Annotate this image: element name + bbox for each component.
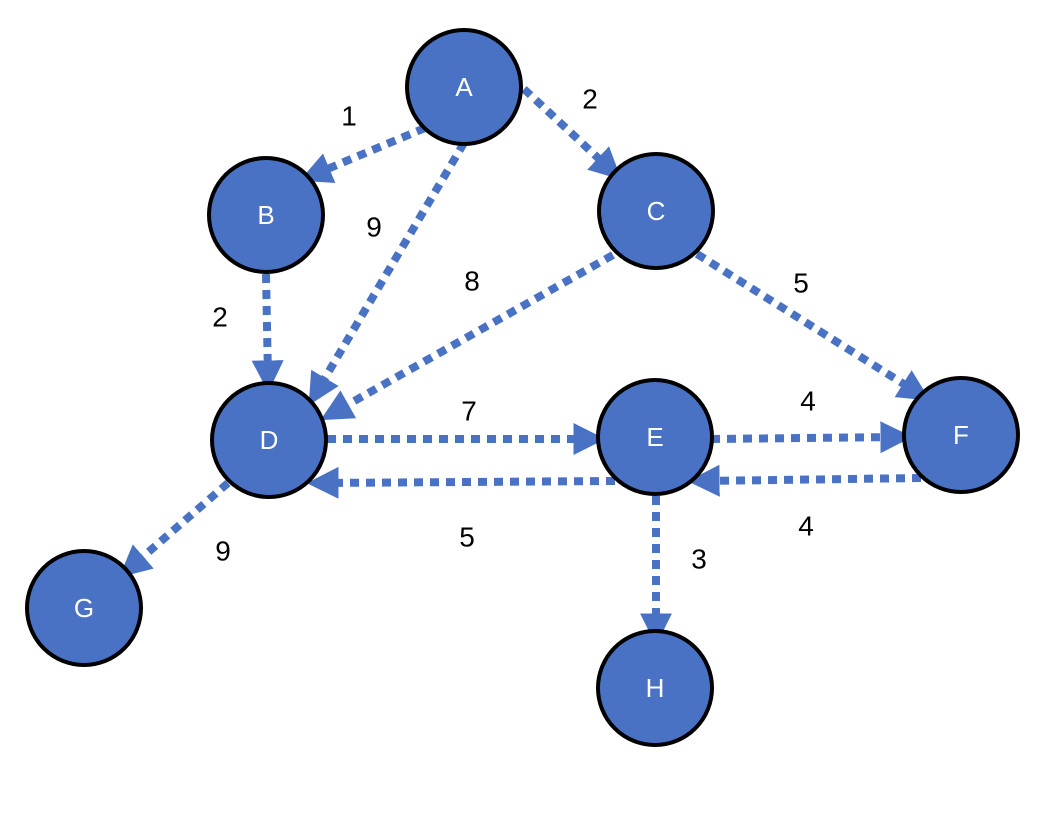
edge-weight-e-to-f: 4 xyxy=(800,386,816,417)
edge-weight-f-to-e: 4 xyxy=(798,511,814,542)
node-circle-c xyxy=(597,152,715,270)
edge-weight-a-to-d: 9 xyxy=(366,212,382,243)
node-circle-h xyxy=(596,629,714,747)
edge-arrow-b-to-d xyxy=(251,273,284,393)
edge-weight-b-to-d: 2 xyxy=(212,302,228,333)
edge-weight-e-to-h: 3 xyxy=(691,544,707,575)
edge-weight-c-to-f: 5 xyxy=(793,268,809,299)
node-label-d: D xyxy=(260,425,279,455)
node-g: G xyxy=(25,549,143,667)
node-circle-b xyxy=(207,156,325,274)
node-label-b: B xyxy=(257,200,274,230)
node-a: A xyxy=(405,28,523,146)
edges-layer xyxy=(119,86,931,646)
node-circle-e xyxy=(596,378,714,496)
edge-arrow-f-to-e xyxy=(687,464,922,497)
edge-arrow-d-to-g xyxy=(119,479,231,578)
nodes-layer: A B C D E F G H xyxy=(25,28,1020,747)
node-c: C xyxy=(597,152,715,270)
edge-weight-e-to-d: 5 xyxy=(459,522,475,553)
node-circle-f xyxy=(902,376,1020,494)
node-e: E xyxy=(596,378,714,496)
node-label-h: H xyxy=(646,673,665,703)
node-label-e: E xyxy=(646,422,663,452)
node-circle-a xyxy=(405,28,523,146)
node-f: F xyxy=(902,376,1020,494)
edge-arrow-a-to-d xyxy=(308,140,468,406)
edge-arrow-c-to-f xyxy=(694,250,931,401)
edge-weights-layer: 1 2 9 2 8 5 7 5 4 4 9 3 xyxy=(212,84,816,575)
node-label-g: G xyxy=(74,593,94,623)
node-circle-g xyxy=(25,549,143,667)
node-h: H xyxy=(596,629,714,747)
edge-weight-a-to-b: 1 xyxy=(341,101,357,132)
edge-arrow-e-to-f xyxy=(710,421,913,454)
node-circle-d xyxy=(210,381,328,499)
edge-weight-c-to-d: 8 xyxy=(464,266,480,297)
node-label-a: A xyxy=(455,72,473,102)
edge-weight-a-to-c: 2 xyxy=(582,84,598,115)
edge-weight-d-to-e: 7 xyxy=(461,396,477,427)
node-label-f: F xyxy=(953,420,969,450)
edge-arrow-a-to-b xyxy=(299,124,427,183)
edge-weight-d-to-g: 9 xyxy=(215,536,231,567)
node-b: B xyxy=(207,156,325,274)
edge-arrow-e-to-d xyxy=(306,466,616,499)
node-label-c: C xyxy=(647,196,666,226)
edge-arrow-c-to-d xyxy=(320,251,615,421)
node-d: D xyxy=(210,381,328,499)
edge-arrow-a-to-c xyxy=(521,86,622,180)
